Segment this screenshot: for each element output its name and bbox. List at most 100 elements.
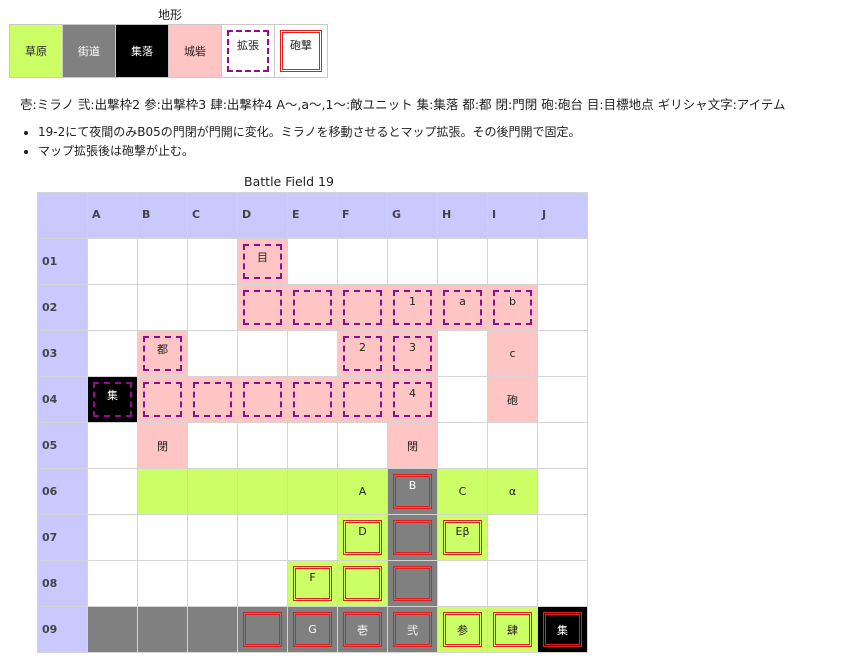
notes-list: 19-2にて夜間のみB05の門閉が門開に変化。ミラノを移動させるとマップ拡張。そ… (20, 123, 581, 161)
map-cell-expansion (337, 284, 388, 331)
enemy-unit-label: D (358, 525, 367, 538)
row-header: 04 (37, 376, 88, 423)
map-cell (287, 330, 338, 377)
map-cell (187, 238, 238, 285)
map-cell (87, 238, 138, 285)
map-cell-expansion (337, 376, 388, 423)
row-header: 07 (37, 514, 88, 561)
row-header: 01 (37, 238, 88, 285)
map-cell (187, 514, 238, 561)
map-cell (537, 284, 588, 331)
map-cell (137, 238, 188, 285)
village-label: 集 (107, 389, 118, 402)
target-marker: 目 (257, 251, 268, 264)
map-cell (137, 284, 188, 331)
map-cell-grass (137, 468, 188, 515)
battle-map: A B C D E F G H I J 01 目 02 1 a b (37, 192, 588, 653)
enemy-unit-label: c (509, 347, 516, 360)
map-cell-expansion (137, 376, 188, 423)
map-row: 02 1 a b (37, 284, 588, 331)
map-cell (287, 422, 338, 469)
enemy-unit-label: C (458, 485, 467, 498)
row-header: 06 (37, 468, 88, 515)
legend-cannon-label: 砲撃 (290, 39, 312, 52)
map-cell (287, 238, 338, 285)
map-cell-cannon-target (337, 560, 388, 607)
map-cell (237, 330, 288, 377)
map-cell-sortie: 弐 (387, 606, 438, 653)
note-item: マップ拡張後は砲撃が止む。 (38, 142, 581, 161)
map-cell-cannon-target (237, 606, 288, 653)
map-cell (437, 238, 488, 285)
col-header: C (187, 192, 238, 239)
map-cell (187, 284, 238, 331)
map-cell-sortie: 肆 (487, 606, 538, 653)
map-cell (137, 560, 188, 607)
map-row: 06 A B C α (37, 468, 588, 515)
map-row: 08 F (37, 560, 588, 607)
map-cell-gate: 閉 (137, 422, 188, 469)
legend-grass: 草原 (9, 24, 63, 78)
map-cell-enemy: D (337, 514, 388, 561)
enemy-unit-label: B (408, 479, 417, 492)
map-cell (87, 514, 138, 561)
map-cell-road (87, 606, 138, 653)
map-cell-expansion (237, 284, 288, 331)
enemy-unit-label: 4 (409, 387, 416, 400)
map-cell (537, 238, 588, 285)
enemy-unit-label: G (308, 623, 317, 636)
legend-village-label: 集落 (131, 45, 153, 58)
enemy-unit-label: 1 (409, 295, 416, 308)
map-cell (237, 422, 288, 469)
map-cell-expansion (287, 284, 338, 331)
map-cell-grass (187, 468, 238, 515)
legend-note: 壱:ミラノ 弐:出撃枠2 参:出撃枠3 肆:出撃枠4 A〜,a〜,1〜:敵ユニッ… (20, 97, 786, 112)
map-cell (537, 422, 588, 469)
gate-label: 閉 (157, 439, 168, 453)
map-cell (387, 238, 438, 285)
terrain-legend: 草原 街道 集落 城砦 拡張 砲撃 (9, 24, 328, 78)
map-cell (537, 514, 588, 561)
legend-road-label: 街道 (78, 45, 100, 58)
map-cell-enemy: 3 (387, 330, 438, 377)
player-milano-label: 壱 (357, 623, 368, 637)
map-header-row: A B C D E F G H I J (37, 192, 588, 239)
map-cell (187, 560, 238, 607)
map-cell-enemy: C (437, 468, 488, 515)
legend-village: 集落 (115, 24, 169, 78)
map-cell-target: 目 (237, 238, 288, 285)
map-row: 01 目 (37, 238, 588, 285)
map-cell (237, 514, 288, 561)
map-cell-enemy: F (287, 560, 338, 607)
sortie-slot-label: 肆 (507, 623, 518, 637)
row-header: 02 (37, 284, 88, 331)
map-cell (437, 560, 488, 607)
map-cell (137, 514, 188, 561)
legend-expansion: 拡張 (221, 24, 275, 78)
map-cell (537, 468, 588, 515)
map-cell-enemy: 1 (387, 284, 438, 331)
map-cell-sortie: 参 (437, 606, 488, 653)
map-row: 03 都 2 3 c (37, 330, 588, 377)
map-cell-cannon-target (387, 560, 438, 607)
enemy-unit-label: F (309, 571, 316, 584)
map-cell-enemy: G (287, 606, 338, 653)
col-header: I (487, 192, 538, 239)
legend-expansion-label: 拡張 (237, 39, 259, 52)
legend-title: 地形 (158, 8, 183, 22)
enemy-unit-label: 2 (359, 341, 366, 354)
enemy-unit-label: b (509, 295, 516, 308)
enemy-unit-label: 3 (409, 341, 416, 354)
map-cell-enemy: c (487, 330, 538, 377)
map-cell-road (137, 606, 188, 653)
row-header: 05 (37, 422, 88, 469)
row-header: 03 (37, 330, 88, 377)
cannon-label: 砲 (507, 393, 518, 407)
map-cell (187, 330, 238, 377)
map-cell (537, 376, 588, 423)
map-cell (487, 238, 538, 285)
map-cell-village: 集 (87, 376, 138, 423)
item-label: α (508, 485, 517, 498)
map-cell-enemy: a (437, 284, 488, 331)
field-title: Battle Field 19 (244, 174, 334, 189)
